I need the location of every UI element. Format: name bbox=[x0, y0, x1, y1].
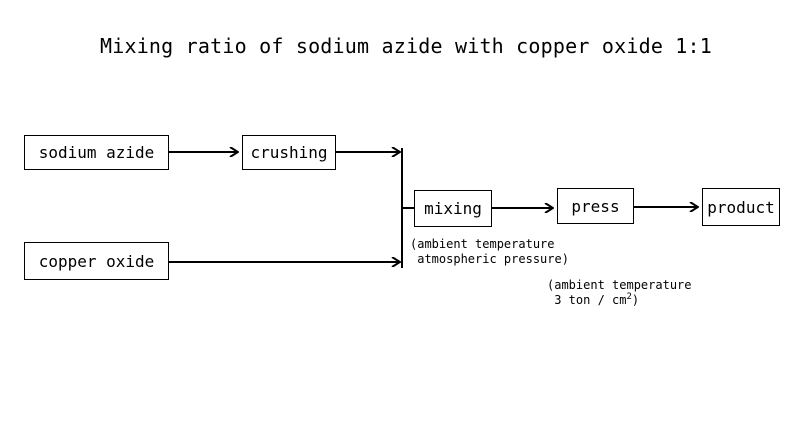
node-press: press bbox=[557, 188, 634, 224]
press-note-close: ) bbox=[631, 293, 640, 307]
press-note-pressure: 3 ton / cm bbox=[547, 293, 627, 307]
node-product: product bbox=[702, 188, 780, 226]
node-sodium-azide-label: sodium azide bbox=[38, 143, 155, 162]
mixing-note-line1: (ambient temperature bbox=[410, 237, 555, 251]
mixing-note-line2: atmospheric pressure) bbox=[410, 252, 569, 266]
node-mixing: mixing bbox=[414, 190, 492, 227]
press-conditions-note: (ambient temperature 3 ton / cm2) bbox=[547, 278, 692, 308]
mixing-conditions-note: (ambient temperature atmospheric pressur… bbox=[410, 237, 569, 267]
node-press-label: press bbox=[571, 196, 620, 216]
diagram-title: Mixing ratio of sodium azide with copper… bbox=[99, 34, 713, 58]
node-crushing-label: crushing bbox=[250, 143, 328, 162]
node-mixing-label: mixing bbox=[424, 199, 482, 218]
node-copper-oxide-label: copper oxide bbox=[38, 251, 155, 271]
node-crushing: crushing bbox=[242, 135, 336, 170]
node-copper-oxide: copper oxide bbox=[24, 242, 169, 280]
press-note-line1: (ambient temperature bbox=[547, 278, 692, 292]
press-note-line2: 3 ton / cm2) bbox=[547, 292, 640, 308]
press-note-exponent: 2 bbox=[626, 292, 632, 302]
node-sodium-azide: sodium azide bbox=[24, 135, 169, 170]
node-product-label: product bbox=[707, 197, 775, 217]
